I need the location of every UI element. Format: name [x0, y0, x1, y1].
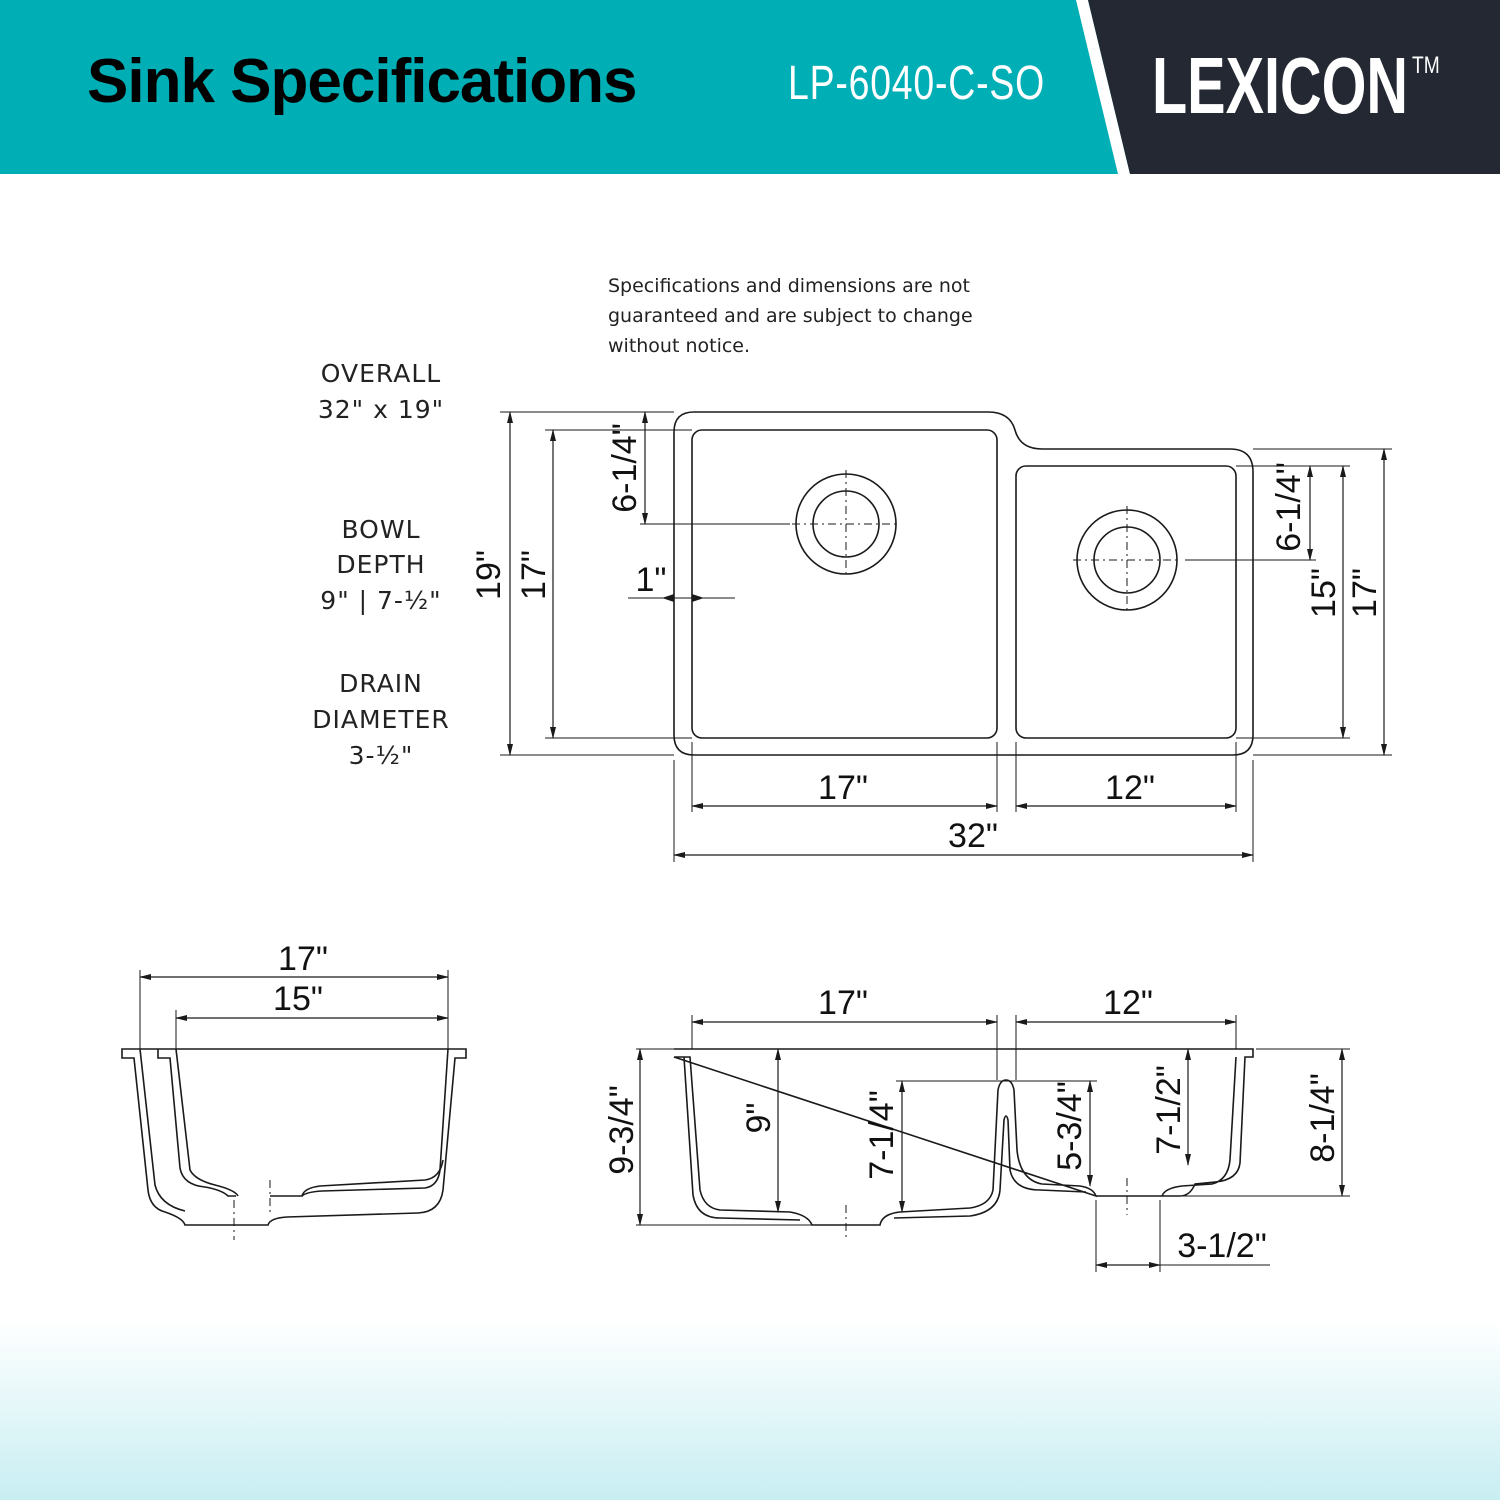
dim-front-left-depth: 9" — [740, 1103, 778, 1134]
dim-overall-width: 32" — [948, 817, 998, 855]
dim-divider-left: 7-1/4" — [863, 1090, 901, 1180]
dim-left-drain-offset: 6-1/4" — [606, 423, 644, 513]
top-view: 19" 17" 6-1/4" 1" 6-1/4" 15" 17" 17" 12"… — [470, 411, 1392, 862]
left-drain-icon — [792, 470, 900, 578]
dim-front-right-width: 12" — [1103, 984, 1153, 1022]
dim-right-overall-depth: 17" — [1346, 568, 1384, 618]
drain-label-2: DIAMETER — [312, 705, 450, 734]
drain-label-1: DRAIN — [339, 669, 423, 698]
model-number: LP-6040-C-SO — [788, 57, 1045, 110]
dim-side-inner-width: 15" — [273, 980, 323, 1018]
bowl-label-1: BOWL — [341, 515, 420, 544]
dim-drain-width: 3-1/2" — [1177, 1227, 1267, 1265]
side-view: 17" 15" — [121, 940, 467, 1240]
dim-front-left-width: 17" — [818, 984, 868, 1022]
dim-right-bowl-depth: 15" — [1305, 568, 1343, 618]
notice-line-2: guaranteed and are subject to change — [608, 305, 973, 327]
sink-outline — [673, 411, 1254, 756]
dim-front-right-depth: 7-1/2" — [1150, 1065, 1188, 1155]
page-title: Sink Specifications — [87, 47, 638, 116]
dim-front-right-height: 8-1/4" — [1304, 1073, 1342, 1163]
overall-label: OVERALL — [321, 359, 441, 388]
brand-logo: LEXICON — [1152, 41, 1409, 130]
dim-right-drain-offset: 6-1/4" — [1270, 462, 1308, 552]
dim-left-bowl-depth: 17" — [515, 550, 553, 600]
dim-right-bowl-width: 12" — [1105, 769, 1155, 807]
right-bowl — [1015, 465, 1237, 739]
overall-value: 32" x 19" — [318, 395, 444, 424]
footer-gradient — [0, 1320, 1500, 1500]
spec-summary: OVERALL 32" x 19" BOWL DEPTH 9" | 7-½" D… — [312, 359, 450, 770]
bowl-depth-value: 9" | 7-½" — [320, 586, 441, 615]
dim-wall: 1" — [636, 561, 667, 599]
dim-left-bowl-width: 17" — [818, 769, 868, 807]
drain-diameter-value: 3-½" — [349, 741, 414, 770]
right-drain-icon — [1073, 506, 1181, 614]
dim-divider-right: 5-3/4" — [1051, 1081, 1089, 1171]
notice-line-3: without notice. — [608, 335, 750, 357]
dim-front-overall-height: 9-3/4" — [603, 1085, 641, 1175]
front-view: 17" 12" 9-3/4" 9" 7-1/4" 5-3/4" 7-1/2" 8… — [603, 984, 1350, 1272]
left-bowl — [691, 429, 998, 739]
trademark-symbol: TM — [1412, 52, 1440, 79]
bowl-label-2: DEPTH — [336, 550, 425, 579]
dim-side-outer-width: 17" — [278, 940, 328, 978]
notice-line-1: Specifications and dimensions are not — [608, 275, 970, 297]
dim-overall-depth: 19" — [470, 550, 508, 600]
brand-panel — [1088, 0, 1500, 174]
